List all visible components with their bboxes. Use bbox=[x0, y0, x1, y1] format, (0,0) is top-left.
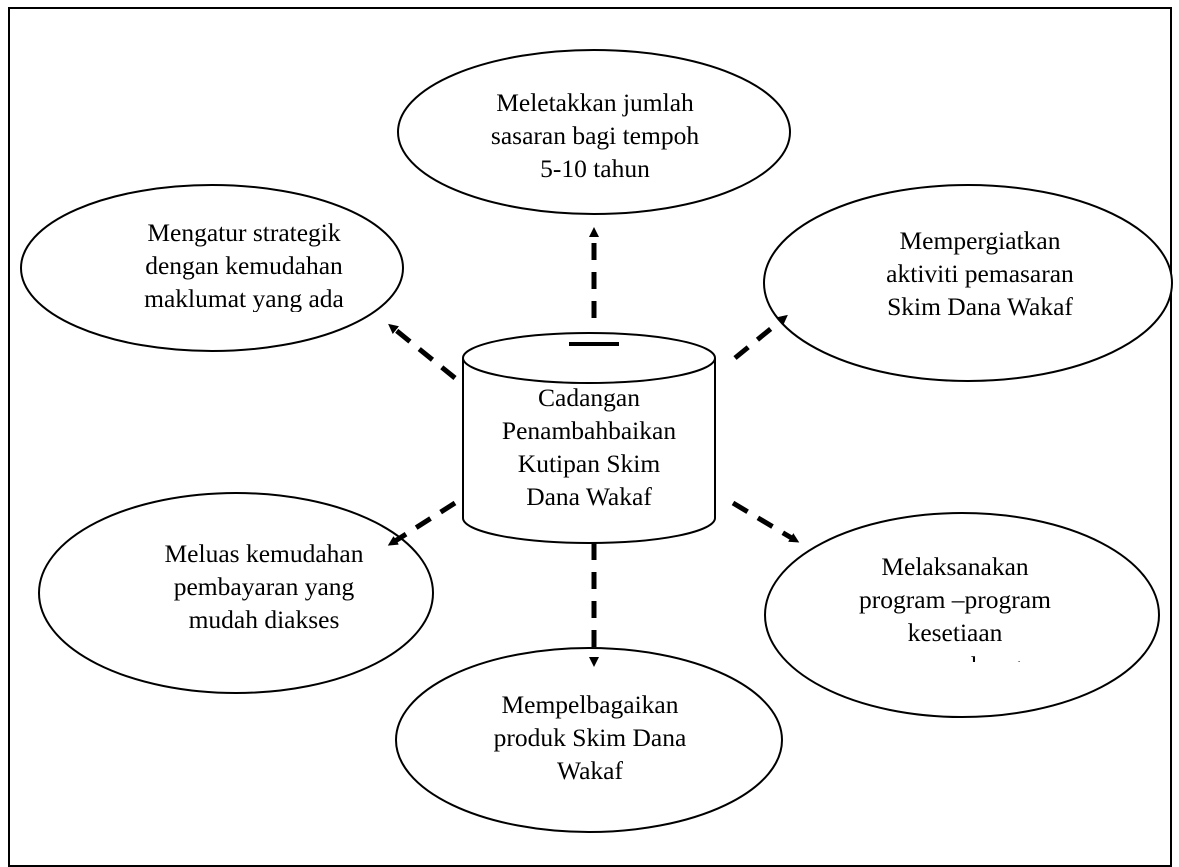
node-bottom: Mempelbagaikan produk Skim Dana Wakaf bbox=[440, 688, 740, 792]
center-line: Penambahbaikan bbox=[501, 416, 677, 445]
node-bottom-left-ellipse bbox=[38, 492, 434, 694]
node-bottom-right-line: kesetiaan bbox=[907, 618, 1003, 647]
node-top-line: Meletakkan jumlah bbox=[496, 88, 694, 117]
center-line: Kutipan Skim bbox=[517, 449, 661, 478]
node-bottom-right: Melaksanakan program –program kesetiaan … bbox=[800, 550, 1110, 662]
node-top-left-line: maklumat yang ada bbox=[144, 284, 344, 312]
node-bottom-right-line: program –program bbox=[859, 585, 1051, 614]
node-top-right: Mempergiatkan aktiviti pemasaran Skim Da… bbox=[835, 224, 1125, 318]
arrow-to-bottom-left bbox=[387, 500, 457, 546]
arrow-to-top-left bbox=[388, 323, 457, 380]
center-cylinder bbox=[462, 332, 716, 544]
node-bottom-right-line: penyumbang bbox=[889, 649, 1021, 662]
node-bottom-right-ellipse bbox=[764, 512, 1160, 718]
arrow-to-top-right bbox=[733, 314, 788, 360]
node-top-right-line: Mempergiatkan bbox=[899, 226, 1061, 255]
node-bottom-ellipse bbox=[395, 647, 783, 833]
node-top-left: Mengatur strategik dengan kemudahan makl… bbox=[90, 216, 390, 312]
node-top-left-line: Mengatur strategik bbox=[147, 218, 341, 247]
node-top-ellipse bbox=[397, 49, 791, 215]
node-top-left-line: dengan kemudahan bbox=[145, 251, 343, 280]
node-bottom-left-line: mudah diakses bbox=[188, 605, 340, 634]
node-bottom-left: Meluas kemudahan pembayaran yang mudah d… bbox=[96, 537, 396, 637]
node-top-right-line: Skim Dana Wakaf bbox=[887, 292, 1073, 318]
node-top-line: sasaran bagi tempoh bbox=[490, 121, 700, 150]
node-top-right-line: aktiviti pemasaran bbox=[886, 259, 1074, 288]
center-line: Cadangan bbox=[538, 383, 640, 412]
node-bottom-left-line: pembayaran yang bbox=[173, 572, 355, 601]
node-top-line: 5-10 tahun bbox=[540, 154, 650, 183]
arrow-to-bottom-right bbox=[731, 500, 800, 543]
node-bottom-line: produk Skim Dana bbox=[493, 723, 687, 752]
center-node: Cadangan Penambahbaikan Kutipan Skim Dan… bbox=[468, 381, 710, 511]
node-bottom-line: Mempelbagaikan bbox=[501, 690, 679, 719]
node-bottom-line: Wakaf bbox=[557, 756, 623, 785]
node-bottom-right-line: Melaksanakan bbox=[881, 552, 1029, 581]
center-line: Dana Wakaf bbox=[526, 482, 652, 511]
node-top-right-ellipse bbox=[763, 184, 1173, 382]
node-top-left-ellipse bbox=[20, 184, 404, 352]
node-top: Meletakkan jumlah sasaran bagi tempoh 5-… bbox=[440, 86, 750, 186]
node-bottom-left-line: Meluas kemudahan bbox=[164, 539, 364, 568]
